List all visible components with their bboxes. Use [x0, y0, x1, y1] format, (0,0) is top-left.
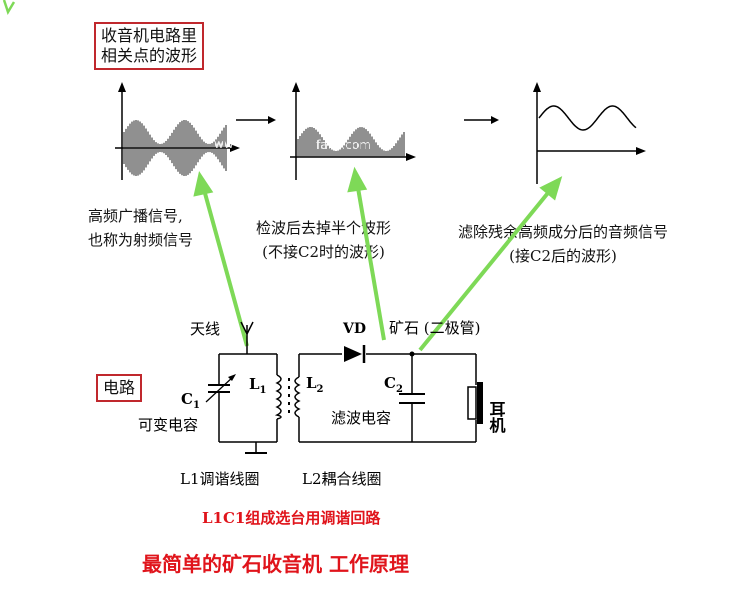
tuning-loop — [218, 353, 278, 454]
corner-mark — [2, 0, 16, 15]
af-caption-line2: (接C2后的波形) — [509, 247, 617, 265]
rf-waveform — [115, 82, 240, 180]
l1-coil — [274, 374, 282, 420]
coupling-loop — [294, 353, 477, 443]
rf-caption: 高频广播信号, 也称为射频信号 — [88, 204, 193, 252]
rf-caption-line2: 也称为射频信号 — [88, 231, 194, 249]
watermark-small: ww — [214, 137, 234, 151]
earphone-label: 耳机 — [487, 401, 506, 434]
l2-coil — [294, 376, 301, 418]
antenna-symbol — [240, 321, 254, 354]
c1-variable-capacitor — [205, 374, 236, 416]
waveform-panels — [115, 82, 646, 184]
subtitle: L1C1组成选台用调谐回路 — [202, 509, 381, 527]
coupling-core — [288, 378, 290, 413]
det-caption-line1: 检波后去掉半个波形 — [256, 219, 392, 237]
watermark: fans.com — [316, 138, 371, 152]
circuit-box: 电路 — [96, 374, 143, 402]
main-title: 最简单的矿石收音机 工作原理 — [142, 552, 409, 576]
det-caption: 检波后去掉半个波形 (不接C2时的波形) — [256, 216, 391, 264]
c2-description: 滤波电容 — [331, 409, 391, 427]
diode-vd — [344, 345, 366, 363]
vd-label: VD — [342, 321, 366, 337]
l1-label: L1 — [249, 375, 267, 396]
detected-waveform — [290, 82, 416, 180]
waveform-title-line2: 相关点的波形 — [101, 46, 198, 65]
c2-label: C2 — [384, 374, 403, 395]
earphone-symbol — [467, 382, 483, 424]
green-arrows — [193, 166, 563, 352]
l2-label: L2 — [306, 374, 324, 395]
vd-description: 矿石 (二极管) — [389, 319, 480, 337]
waveform-title-box: 收音机电路里 相关点的波形 — [94, 22, 205, 70]
l2-caption: L2耦合线圈 — [302, 470, 382, 488]
det-caption-line2: (不接C2时的波形) — [262, 243, 385, 261]
flow-arrow-2 — [464, 116, 499, 124]
waveform-title-line1: 收音机电路里 — [101, 26, 198, 45]
audio-waveform — [533, 82, 646, 184]
c1-description: 可变电容 — [138, 416, 198, 434]
flow-arrow-1 — [236, 116, 276, 124]
rf-caption-line1: 高频广播信号, — [88, 207, 183, 225]
antenna-label: 天线 — [190, 320, 220, 338]
junction-dot — [409, 351, 415, 357]
l1-caption: L1调谐线圈 — [180, 470, 260, 488]
c1-label: C1 — [181, 390, 200, 411]
